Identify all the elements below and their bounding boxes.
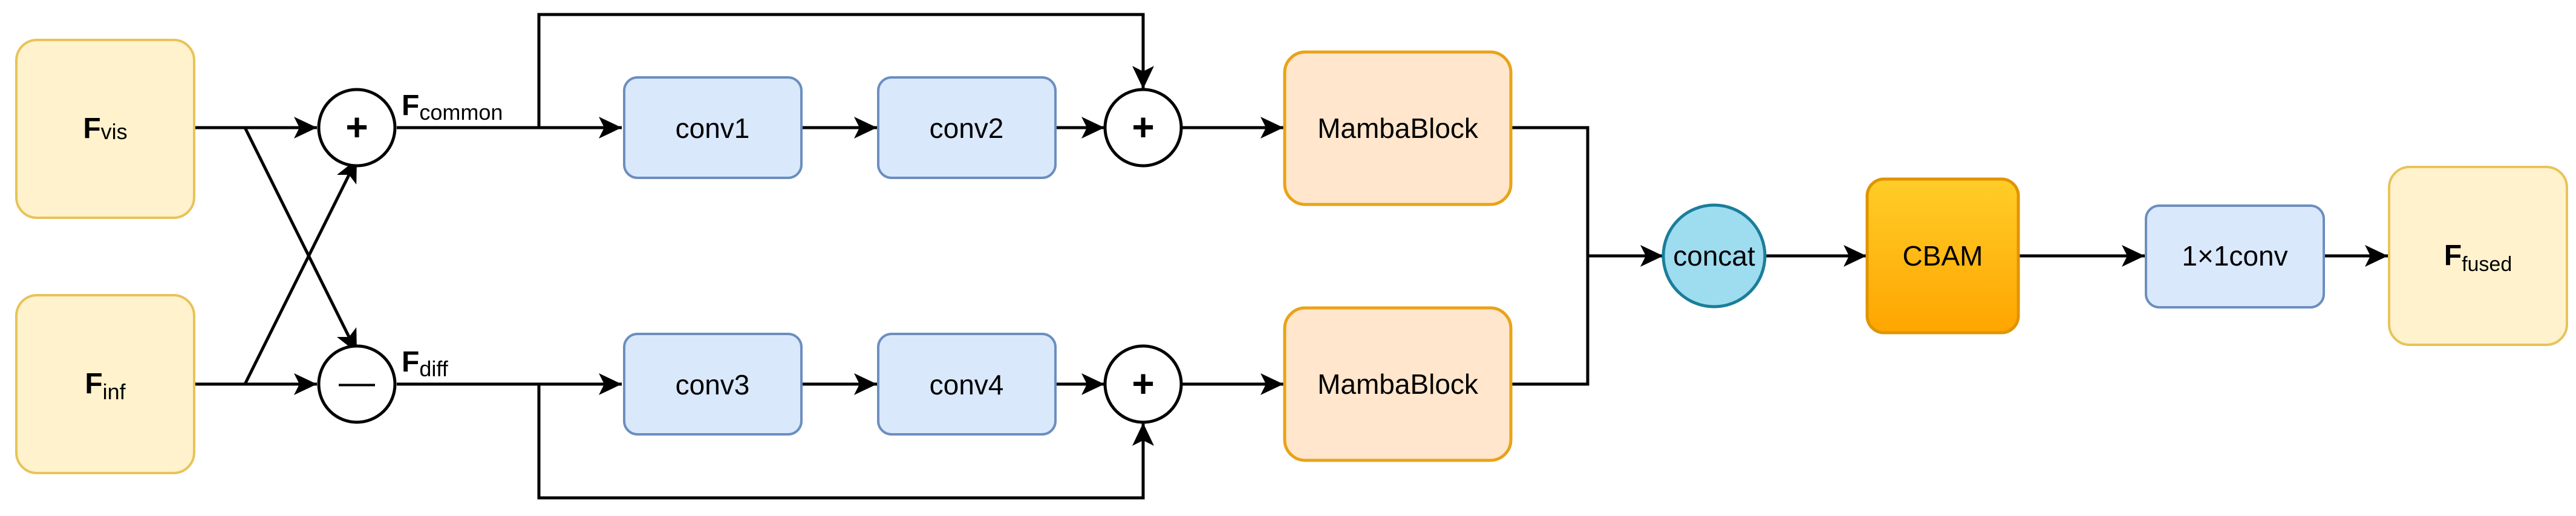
fcommon-sub: common: [419, 100, 503, 125]
edge-skip-bottom: [537, 384, 1154, 500]
node-conv1x1: 1×1conv: [2145, 204, 2325, 309]
operator-add-bottom: +: [1103, 344, 1183, 424]
node-mamba-top: MambaBlock: [1283, 50, 1513, 206]
add-bottom-symbol: +: [1132, 362, 1154, 405]
svg-text:Fvis: Fvis: [83, 113, 127, 145]
svg-text:Ffused: Ffused: [2444, 240, 2512, 276]
label-fcommon: Fcommon: [402, 90, 503, 125]
mamba-bottom-label: MambaBlock: [1317, 368, 1479, 400]
node-ffused: Ffused: [2388, 166, 2568, 346]
sub-diff-symbol: —: [339, 362, 375, 402]
finf-main: F: [85, 368, 102, 400]
edge-cross-fvis-sub: [243, 126, 359, 354]
conv1-label: conv1: [676, 113, 750, 144]
node-concat: concat: [1661, 203, 1767, 309]
node-fvis: Fvis: [15, 39, 195, 219]
fdiff-main: F: [402, 346, 419, 378]
concat-label: concat: [1673, 240, 1755, 272]
edge-mambatop-concat: [1511, 126, 1590, 256]
operator-add-common: +: [317, 88, 397, 168]
conv1x1-label: 1×1conv: [2182, 240, 2287, 272]
ffused-main: F: [2444, 240, 2462, 272]
node-conv1: conv1: [623, 76, 803, 179]
finf-sub: inf: [103, 379, 126, 404]
add-top-symbol: +: [1132, 105, 1154, 149]
node-conv3: conv3: [623, 333, 803, 436]
label-fdiff: Fdiff: [402, 346, 449, 381]
svg-text:Finf: Finf: [85, 368, 126, 404]
fvis-main: F: [83, 113, 100, 145]
node-conv4: conv4: [877, 333, 1057, 436]
operator-add-top: +: [1103, 88, 1183, 168]
add-common-symbol: +: [345, 105, 368, 149]
operator-sub-diff: —: [317, 344, 397, 424]
fdiff-sub: diff: [419, 356, 448, 381]
ffused-sub: fused: [2462, 253, 2512, 276]
cbam-label: CBAM: [1903, 240, 1983, 272]
mamba-top-label: MambaBlock: [1317, 113, 1479, 144]
conv4-label: conv4: [930, 369, 1004, 400]
conv3-label: conv3: [676, 369, 750, 400]
fvis-sub: vis: [101, 119, 128, 144]
node-finf: Finf: [15, 294, 195, 474]
node-mamba-bottom: MambaBlock: [1283, 306, 1513, 462]
edge-cross-finf-add: [243, 158, 359, 385]
edge-skip-top: [537, 13, 1154, 128]
edge-mambabottom-concat: [1511, 256, 1590, 386]
fcommon-main: F: [402, 90, 419, 122]
node-conv2: conv2: [877, 76, 1057, 179]
node-cbam: CBAM: [1865, 177, 2020, 335]
connectors: [195, 13, 2388, 500]
conv2-label: conv2: [930, 113, 1004, 144]
